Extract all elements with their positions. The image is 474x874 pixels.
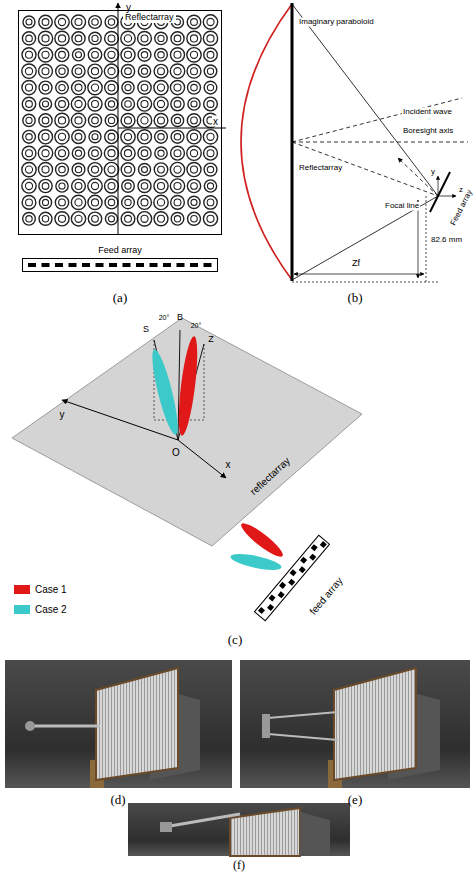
legend-row: Case 1: [14, 584, 67, 595]
axis-label: z: [458, 186, 464, 195]
photo-d: [5, 660, 232, 788]
legend-row: Case 2: [14, 604, 67, 615]
panel-caption: (d): [110, 793, 125, 807]
axis-label: Imaginary paraboloid: [298, 18, 375, 27]
panel-caption: (b): [347, 291, 362, 305]
axis-label: x: [226, 459, 231, 470]
axis-label: S: [143, 325, 149, 335]
axis-label: y: [60, 409, 65, 420]
legend-swatch: [14, 585, 30, 594]
axis-label: y: [430, 168, 436, 177]
axis-label: y: [126, 2, 131, 13]
axis-label: x: [212, 116, 219, 127]
axis-label: Incident wave: [402, 108, 453, 117]
panel-caption: (e): [348, 793, 362, 807]
panel-caption: (c): [228, 633, 242, 647]
axis-label: B: [177, 313, 183, 323]
panel-caption: (f): [233, 859, 245, 872]
feed-elements: [28, 263, 212, 267]
axis-label: 82.6 mm: [430, 236, 463, 245]
reflectarray-panel: Reflectarray: [18, 10, 222, 235]
legend-text: Case 1: [35, 584, 67, 595]
axis-label: 20°: [191, 322, 202, 330]
photo-e: [240, 660, 470, 788]
panel-caption: (a): [113, 291, 127, 305]
axis-label: feed array: [307, 575, 344, 617]
ring-elements: [22, 15, 218, 226]
axis-label: 20°: [159, 314, 170, 322]
axis-label: O: [172, 447, 180, 458]
legend-text: Case 2: [35, 604, 67, 615]
axis-label: Reflectarray: [298, 164, 343, 173]
node-label: Reflectarray: [123, 13, 176, 23]
legend-swatch: [14, 605, 30, 614]
node-label: Feed array: [98, 246, 142, 256]
photo-f: [128, 803, 350, 856]
axis-label: Zf: [351, 259, 361, 269]
feed-array-box: Feed array: [22, 258, 218, 272]
axis-label: Z: [208, 335, 214, 345]
axis-label: Boresight axis: [402, 127, 454, 136]
axis-label: Focal line: [384, 202, 420, 211]
